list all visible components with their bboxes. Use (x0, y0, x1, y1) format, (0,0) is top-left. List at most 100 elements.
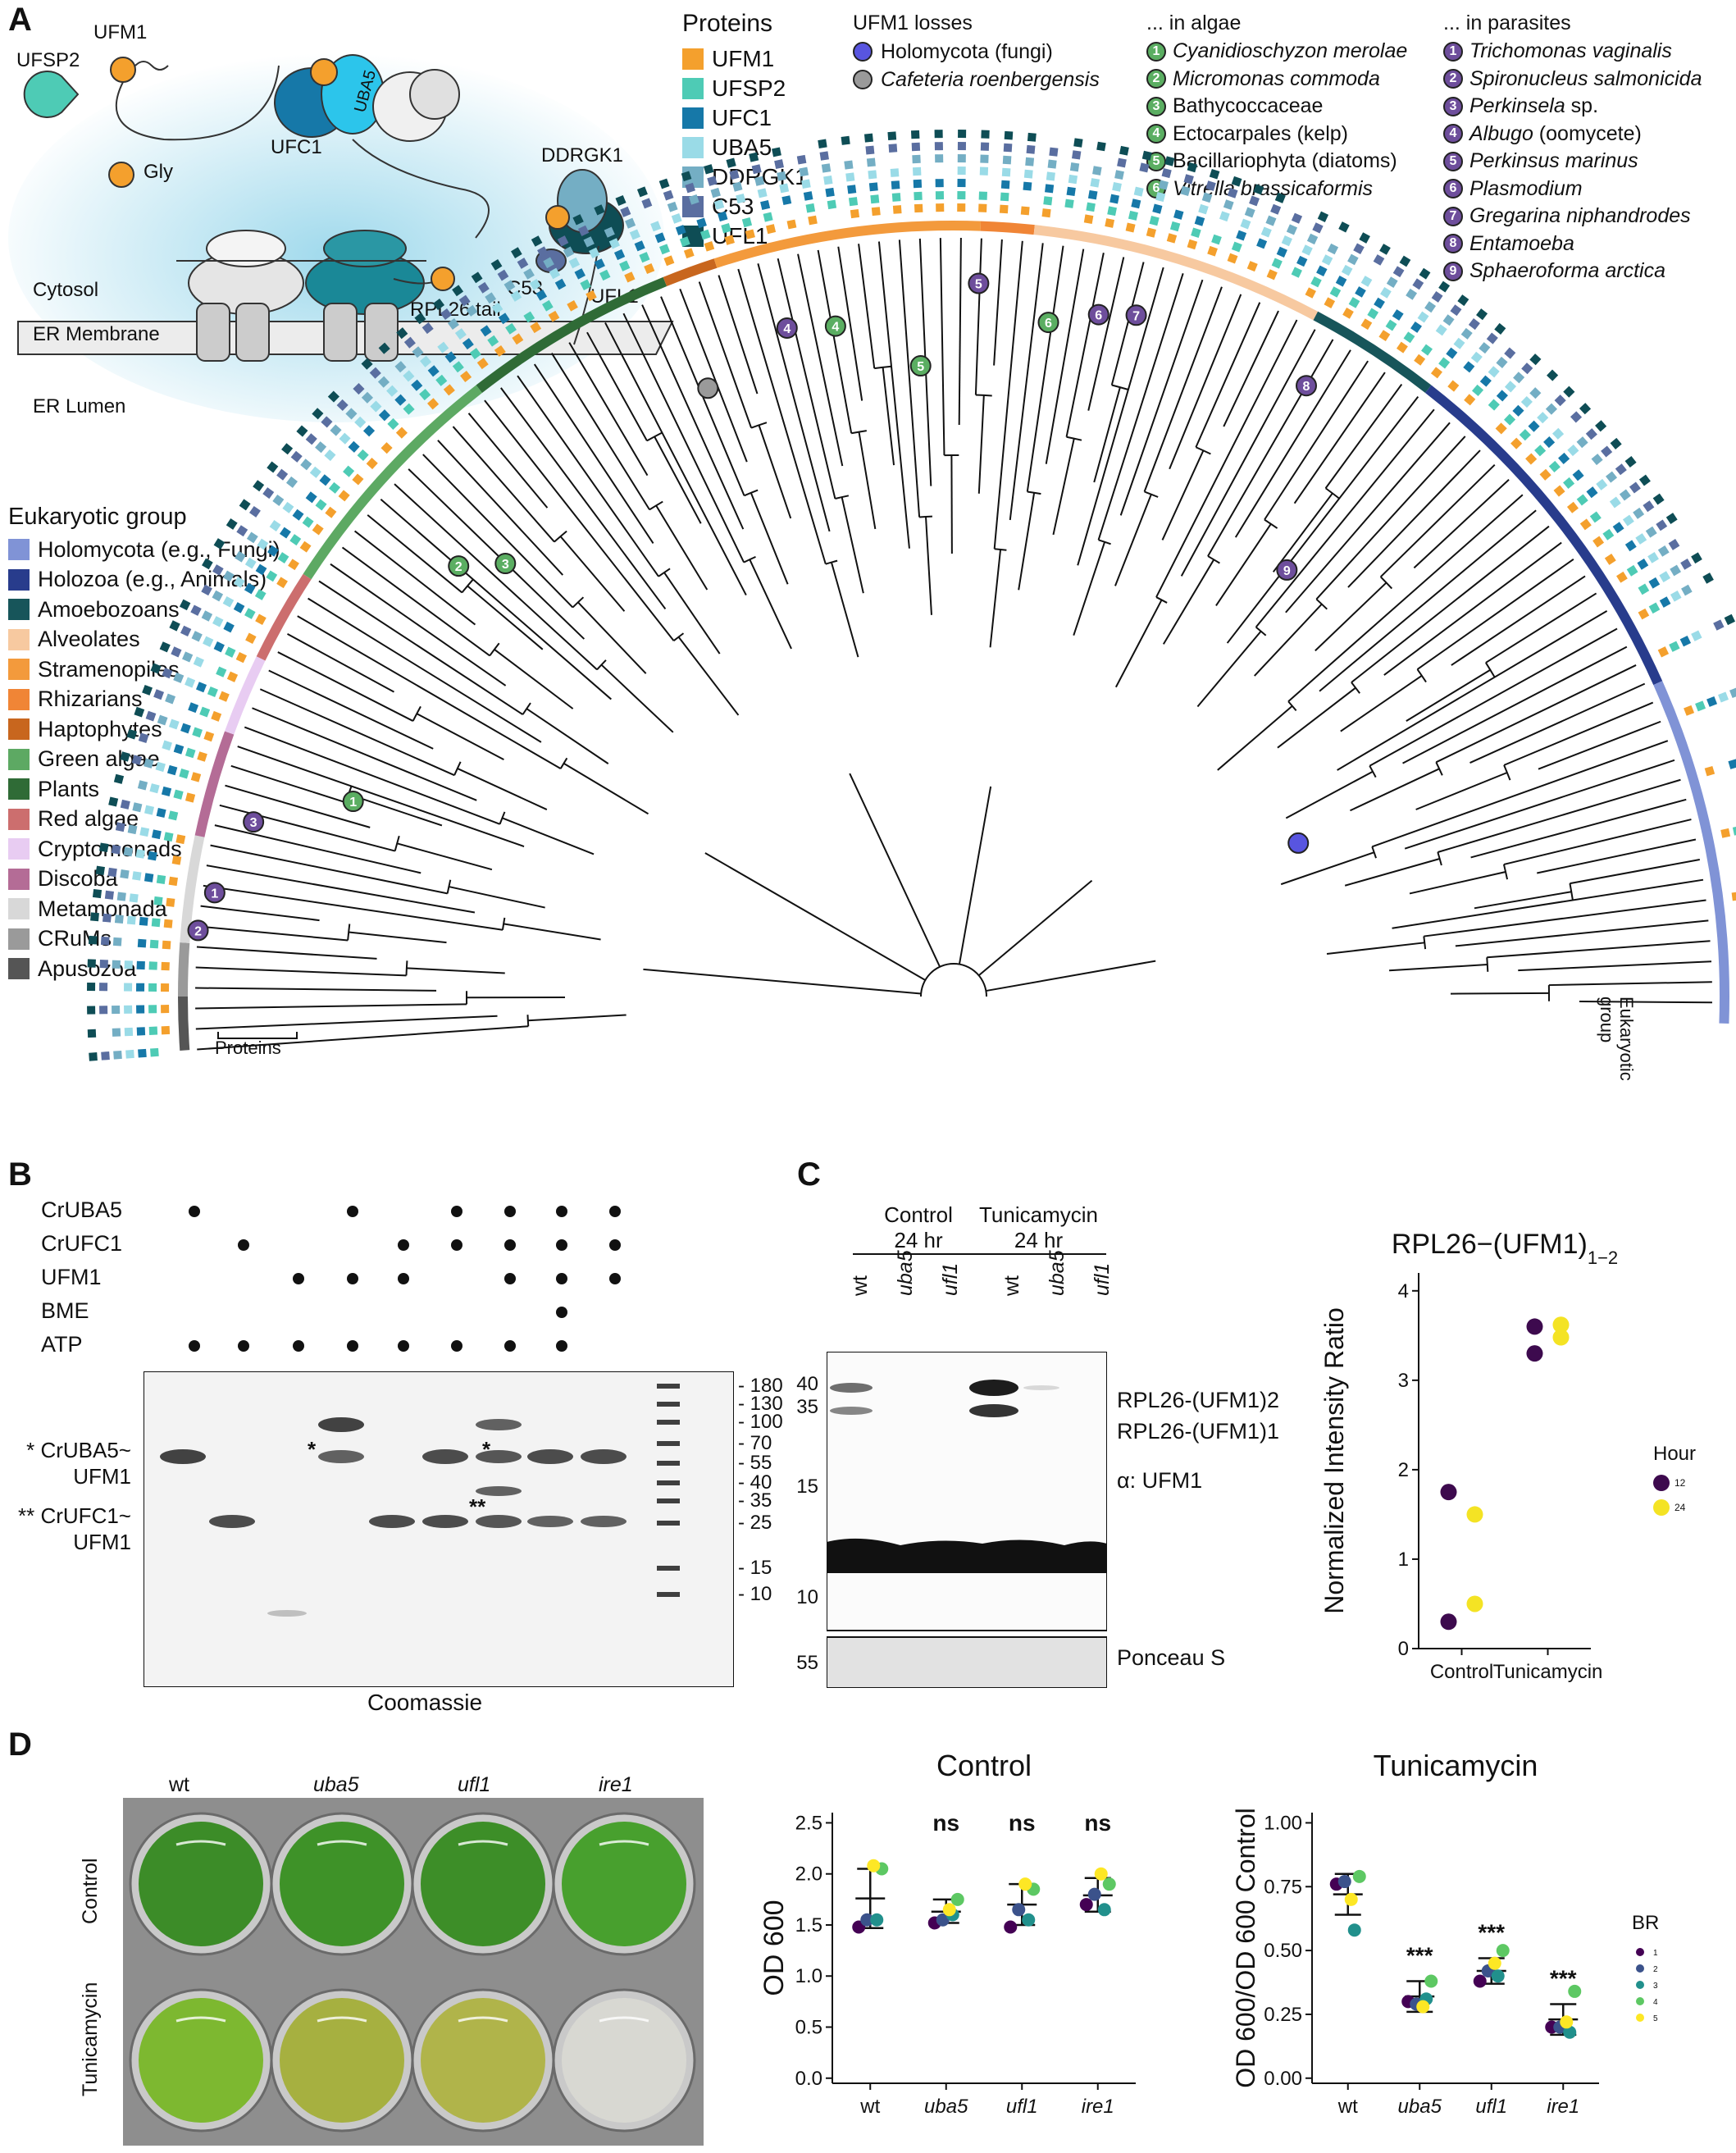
protein-presence-cell (1117, 157, 1127, 168)
legend-label: 3 (1653, 1982, 1658, 1991)
gel-band (318, 1417, 364, 1432)
plate-well-culture (421, 1998, 545, 2123)
protein-presence-cell (182, 651, 194, 663)
legend-swatch (8, 599, 30, 621)
tree-connector (522, 702, 531, 715)
ladder-band (657, 1592, 680, 1597)
tree-branch (757, 263, 831, 532)
tree-branch (830, 562, 859, 658)
y-tick-label: 0.75 (1264, 1876, 1302, 1898)
protein-presence-cell (980, 142, 990, 151)
blot-main (827, 1352, 1107, 1631)
protein-presence-cell (292, 509, 304, 521)
protein-presence-cell (179, 599, 191, 611)
schematic-gly: Gly (144, 161, 173, 183)
tree-branch (677, 636, 740, 716)
data-point (1087, 1887, 1101, 1901)
protein-presence-cell (503, 280, 516, 292)
protein-presence-cell (387, 417, 399, 431)
tree-branch (349, 931, 447, 944)
protein-presence-cell (1249, 195, 1260, 207)
tree-branch (1450, 992, 1549, 995)
tree-branch (837, 246, 863, 401)
protein-presence-cell (1219, 211, 1230, 222)
protein-presence-cell (244, 608, 256, 619)
blot-band (969, 1404, 1018, 1417)
protein-presence-cell (1579, 518, 1592, 531)
condition-dot (189, 1340, 200, 1352)
protein-presence-cell (1316, 265, 1328, 277)
data-point (1491, 1969, 1505, 1983)
gel-band (422, 1515, 468, 1528)
tree-branch (1169, 294, 1242, 470)
legend-swatch (682, 107, 704, 129)
tree-branch (974, 238, 982, 395)
parasite-marker-number: 6 (1095, 309, 1102, 323)
plate-column-label: ufl1 (458, 1773, 491, 1796)
star-uba5-lane4: * (308, 1437, 317, 1462)
data-point (1347, 1923, 1361, 1937)
legend-swatch (1653, 1475, 1670, 1491)
protein-presence-cell (741, 217, 753, 228)
tree-connector (1502, 864, 1509, 880)
proteins-legend-item: UFL1 (682, 221, 808, 251)
tree-branch (396, 842, 493, 871)
protein-presence-cell (1521, 363, 1533, 375)
lane-label: wt (1000, 1275, 1023, 1296)
tree-branch (330, 563, 507, 686)
protein-presence-cell (1668, 539, 1680, 550)
tree-branch (750, 492, 789, 585)
protein-presence-cell (957, 142, 967, 151)
protein-presence-cell (615, 194, 627, 207)
tree-connector (461, 578, 474, 594)
ufmylation-schematic (8, 53, 674, 422)
protein-presence-cell (980, 154, 989, 163)
protein-presence-cell (460, 370, 472, 383)
tree-branch (777, 258, 836, 499)
condition-dot (293, 1340, 304, 1352)
tree-branch (500, 387, 667, 610)
blot-mw-marker: 35 (796, 1396, 818, 1418)
gel-band (267, 1610, 307, 1617)
protein-presence-cell (348, 440, 360, 453)
lane-label: wt (849, 1275, 872, 1296)
lane-label: ufl1 (939, 1262, 962, 1296)
protein-presence-cell (1713, 619, 1725, 631)
protein-presence-cell (1187, 162, 1198, 173)
protein-presence-cell (1591, 454, 1603, 466)
tree-branch (225, 784, 371, 828)
tree-branch (1264, 360, 1369, 521)
tree-branch (1255, 408, 1435, 628)
protein-presence-cell (935, 179, 944, 188)
protein-presence-cell (841, 135, 850, 145)
protein-presence-cell (777, 171, 787, 181)
protein-presence-cell (542, 299, 554, 312)
protein-presence-cell (305, 491, 317, 504)
band-ufm1-2: RPL26-(UFM1)2 (1117, 1388, 1280, 1412)
x-tick-label: ire1 (1082, 2096, 1114, 2118)
protein-presence-cell (354, 416, 367, 428)
tree-connector (1369, 765, 1377, 778)
tree-branch (841, 496, 864, 594)
protein-presence-cell (1595, 420, 1607, 432)
x-tick-label: uba5 (1398, 2096, 1442, 2118)
protein-presence-cell (142, 684, 153, 696)
protein-presence-cell (827, 199, 837, 210)
protein-presence-cell (620, 206, 631, 217)
gel-band (318, 1450, 364, 1463)
protein-presence-cell (262, 487, 275, 499)
protein-presence-cell (511, 247, 522, 258)
protein-presence-cell (302, 516, 314, 528)
protein-presence-cell (1209, 168, 1220, 180)
protein-presence-cell (583, 236, 595, 248)
protein-presence-cell (1470, 351, 1483, 363)
tree-branch (195, 987, 437, 992)
protein-presence-cell (1296, 255, 1308, 267)
tree-branch (1503, 819, 1692, 865)
protein-presence-cell (505, 322, 517, 335)
protein-presence-cell (1606, 471, 1618, 483)
tree-branch (1424, 899, 1706, 937)
tree-branch (195, 966, 407, 977)
protein-presence-cell (1004, 130, 1014, 140)
